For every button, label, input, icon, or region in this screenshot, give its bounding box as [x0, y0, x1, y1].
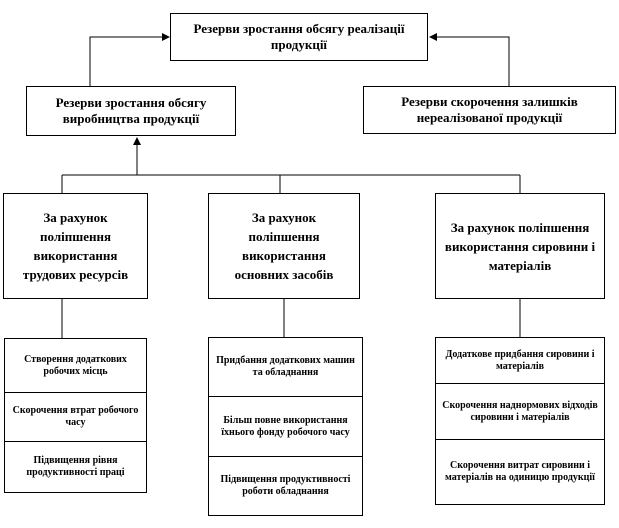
box-way-materials-label: За рахунок поліпшення використання сиров… [444, 219, 596, 273]
box-materials-purchase: Додаткове придбання сировини і матеріалі… [435, 337, 605, 384]
box-assets-purchase: Придбання додаткових машин та обладнання [208, 337, 363, 397]
arrow-stock-to-sales [429, 33, 510, 86]
box-way-materials: За рахунок поліпшення використання сиров… [435, 193, 605, 299]
box-labour-productivity: Підвищення рівня продуктивності праці [4, 441, 147, 493]
box-production-reserves: Резерви зростання обсягу виробництва про… [26, 86, 236, 136]
box-assets-productivity-label: Підвищення продуктивності роботи обладна… [220, 474, 351, 497]
arrow-production-to-sales [89, 33, 170, 86]
top-box-label: Резерви зростання обсягу реалізації прод… [193, 21, 405, 52]
box-assets-purchase-label: Придбання додаткових машин та обладнання [216, 355, 355, 378]
box-assets-productivity: Підвищення продуктивності роботи обладна… [208, 456, 363, 516]
box-stock-reduction-reserves-label: Резерви скорочення залишків нереалізован… [401, 94, 578, 125]
box-way-fixed-assets: За рахунок поліпшення використання основ… [208, 193, 360, 299]
box-labour-new-jobs: Створення додаткових робочих місць [4, 338, 147, 393]
box-way-labour-label: За рахунок поліпшення використання трудо… [22, 210, 129, 282]
box-labour-productivity-label: Підвищення рівня продуктивності праці [26, 455, 125, 478]
box-materials-waste: Скорочення наднормових відходів сировини… [435, 383, 605, 440]
box-way-labour: За рахунок поліпшення використання трудо… [3, 193, 148, 299]
box-materials-waste-label: Скорочення наднормових відходів сировини… [442, 399, 598, 423]
box-production-reserves-label: Резерви зростання обсягу виробництва про… [55, 95, 207, 126]
box-labour-time-loss: Скорочення втрат робочого часу [4, 392, 147, 442]
box-labour-new-jobs-label: Створення додаткових робочих місць [24, 353, 127, 377]
box-stock-reduction-reserves: Резерви скорочення залишків нереалізован… [363, 86, 616, 134]
box-materials-unit-cost: Скорочення витрат сировини і матеріалів … [435, 439, 605, 505]
box-materials-purchase-label: Додаткове придбання сировини і матеріалі… [445, 348, 595, 372]
top-box-sales-reserves: Резерви зростання обсягу реалізації прод… [170, 13, 428, 61]
box-assets-time-fund-label: Більш повне використання їхнього фонду р… [221, 414, 350, 438]
box-materials-unit-cost-label: Скорочення витрат сировини і матеріалів … [445, 460, 595, 483]
box-labour-time-loss-label: Скорочення втрат робочого часу [12, 405, 139, 428]
box-way-fixed-assets-label: За рахунок поліпшення використання основ… [234, 210, 334, 282]
box-assets-time-fund: Більш повне використання їхнього фонду р… [208, 396, 363, 457]
